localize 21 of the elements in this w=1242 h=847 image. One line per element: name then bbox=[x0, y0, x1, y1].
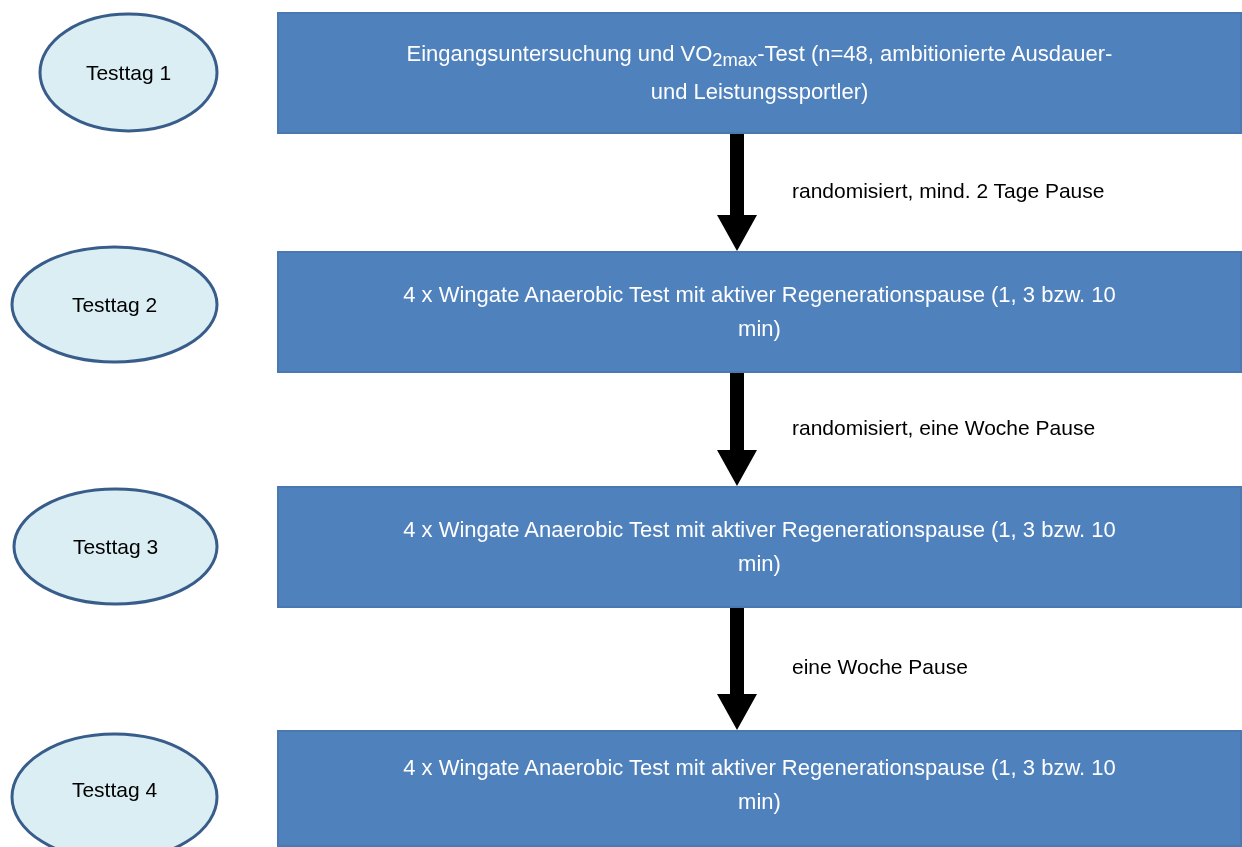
edge-label: eine Woche Pause bbox=[792, 655, 968, 679]
day-label: Testtag 2 bbox=[71, 292, 158, 317]
day-ellipse bbox=[10, 245, 219, 364]
arrow bbox=[717, 134, 757, 251]
step-text: 4 x Wingate Anaerobic Test mit aktiver Regenerationspause (1, 3 bzw. 10 min) bbox=[402, 754, 1117, 817]
process-box bbox=[277, 486, 1242, 608]
process-box bbox=[277, 251, 1242, 373]
edge-label: randomisiert, mind. 2 Tage Pause bbox=[792, 178, 1105, 203]
day-label: Testtag 1 bbox=[85, 60, 172, 85]
day-label: Testtag 3 bbox=[72, 534, 159, 559]
edge-label: randomisiert, eine Woche Pause bbox=[792, 415, 1096, 440]
day-label: Testtag 4 bbox=[71, 777, 158, 802]
day-ellipse bbox=[12, 487, 219, 606]
process-box bbox=[277, 730, 1242, 847]
step-text: Eingangsuntersuchung und VO$_{2max}$-Test (n=48, ambitionierte Ausdauer- und Leistungssportler) bbox=[405, 40, 1114, 106]
process-box bbox=[277, 12, 1242, 134]
step-text: 4 x Wingate Anaerobic Test mit aktiver Regenerationspause (1, 3 bzw. 10 min) bbox=[402, 515, 1117, 578]
step-text: 4 x Wingate Anaerobic Test mit aktiver Regenerationspause (1, 3 bzw. 10 min) bbox=[402, 280, 1117, 343]
day-ellipse bbox=[38, 12, 219, 133]
arrow bbox=[717, 373, 757, 486]
arrow bbox=[717, 608, 757, 730]
